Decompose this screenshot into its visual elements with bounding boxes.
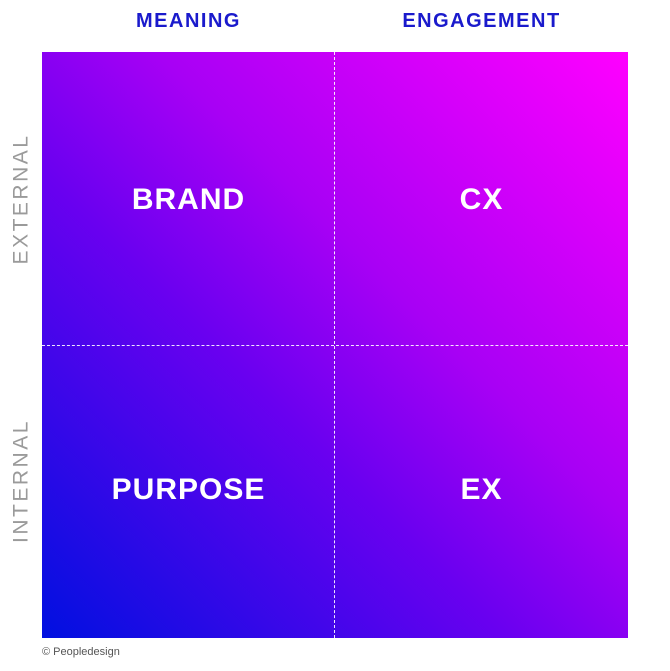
column-header-engagement: ENGAGEMENT (402, 10, 561, 32)
quadrant-cx: CX (459, 183, 504, 216)
quadrant-purpose: PURPOSE (111, 473, 266, 506)
row-header-external: EXTERNAL (9, 133, 33, 265)
horizontal-divider (42, 345, 628, 346)
column-header-meaning: MEANING (136, 10, 241, 32)
quadrant-brand: BRAND (131, 183, 246, 216)
quadrant-ex: EX (460, 473, 503, 506)
copyright-notice: © Peopledesign (42, 646, 120, 658)
row-header-internal: INTERNAL (9, 419, 33, 543)
quadrant-matrix: BRAND CX PURPOSE EX (42, 52, 628, 638)
